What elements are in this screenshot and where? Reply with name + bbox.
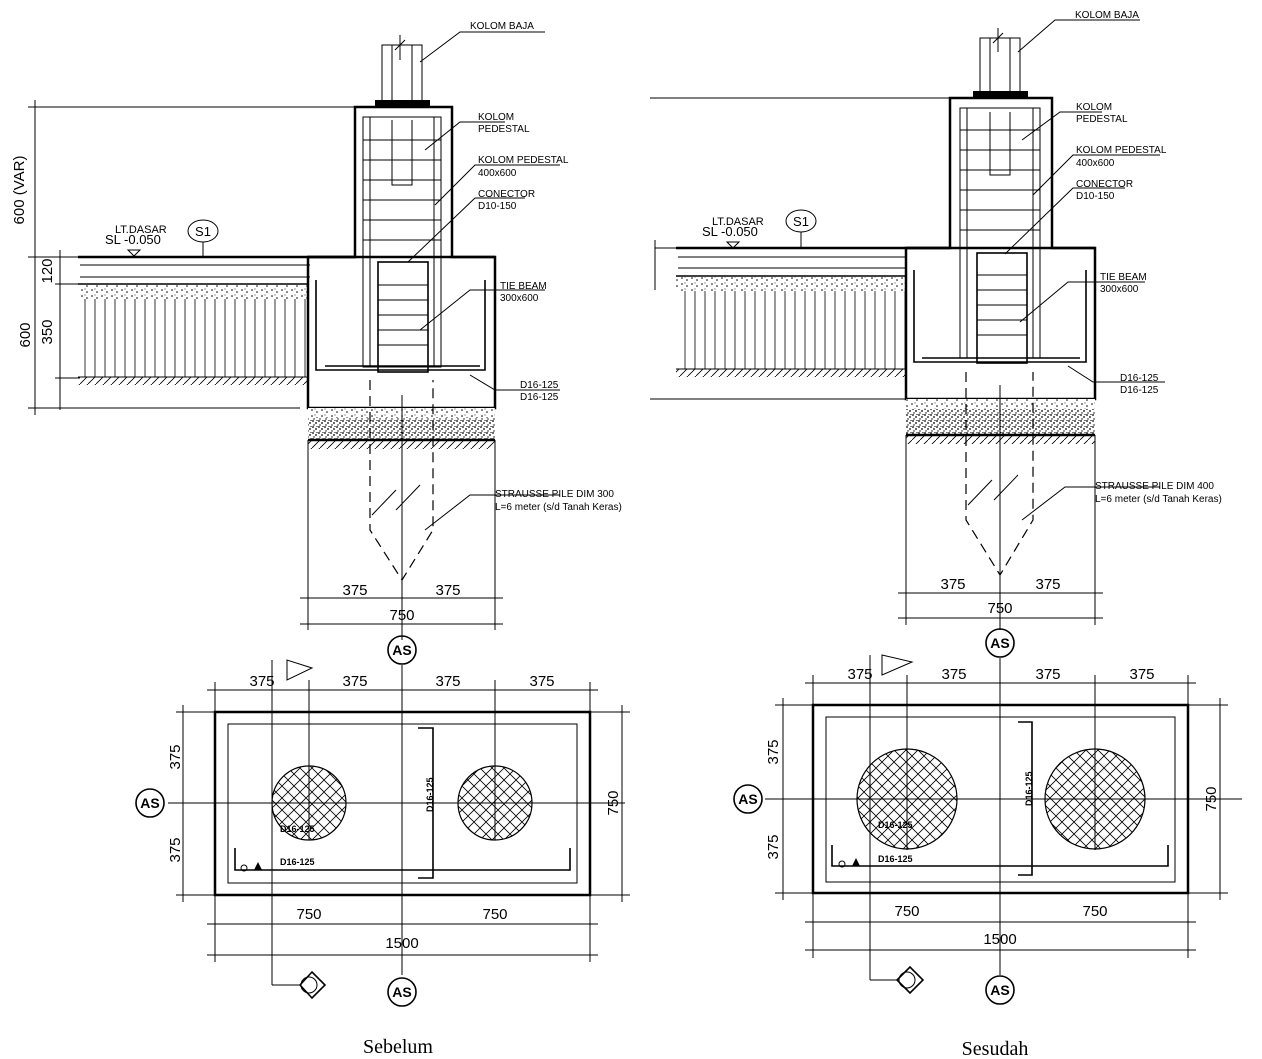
label-tie-beam-size: 300x600 [1100,284,1139,295]
label-strausse-pile: STRAUSSE PILE DIM 400 [1095,481,1214,492]
label-kolom: KOLOM [478,112,514,123]
dim-750: 750 [482,906,507,923]
grid-bubble-as [985,975,1015,1005]
dim-375: 375 [765,739,782,764]
strausse-pile [906,372,1095,630]
dim-375: 375 [342,673,367,690]
dim-375: 375 [847,666,872,683]
grid-bubble-as [387,635,417,665]
label-lt-dasar: LT.DASAR [712,216,764,228]
plan-rebar-1: D16-125 [878,820,913,830]
label-pedestal-size: 400x600 [478,168,517,179]
plan-rebar-v: D16-125 [425,777,435,812]
dim-375: 375 [1035,576,1060,593]
dim-375: 375 [1035,666,1060,683]
dim-375: 375 [342,582,367,599]
fill-soil [78,299,308,377]
plan-rebar-2: D16-125 [878,854,913,864]
dim-375: 375 [1129,666,1154,683]
panel-sebelum: 600 (VAR) 120 600 350 [11,21,630,1058]
label-pile-length: L=6 meter (s/d Tanah Keras) [1095,494,1222,505]
dim-750: 750 [894,903,919,920]
pedestal-stirrups [913,107,1087,364]
dim-375: 375 [249,673,274,690]
dim-1500: 1500 [983,931,1016,948]
grid-bubble-as [135,788,165,818]
dim-375: 375 [435,673,460,690]
dim-350: 350 [39,319,56,344]
dim-375: 375 [940,576,965,593]
pedestal-stirrups [315,116,486,373]
dim-375: 375 [167,837,184,862]
label-conector-size: D10-150 [478,201,517,212]
label-conector: CONECTOR [1076,179,1133,190]
strausse-pile [308,380,495,640]
caption-sesudah: Sesudah [962,1038,1029,1059]
dim-375: 375 [941,666,966,683]
dim-375: 375 [435,582,460,599]
dim-600: 600 [17,322,34,347]
dim-750: 750 [605,790,622,815]
dim-120: 120 [39,258,56,283]
dim-750: 750 [1082,903,1107,920]
dim-375: 375 [167,744,184,769]
label-sl: SL -0.050 [105,232,161,247]
label-s1: S1 [195,224,211,239]
label-sl: SL -0.050 [702,224,758,239]
grid-bubble-as [733,784,763,814]
label-d16-a: D16-125 [1120,373,1159,384]
label-conector: CONECTOR [478,189,535,200]
label-d16-b: D16-125 [520,392,559,403]
label-lt-dasar: LT.DASAR [115,224,167,236]
grid-bubble-as [387,977,417,1007]
grid-as: AS [738,791,757,807]
dim-750: 750 [1203,786,1220,811]
dim-375: 375 [529,673,554,690]
section-marker [895,965,925,995]
grid-as: AS [140,795,159,811]
dim-375: 375 [765,834,782,859]
grid-as: AS [990,982,1009,998]
panel-sesudah: 375 375 750 KOLOM BAJA KOLOM PEDESTAL KO… [650,10,1242,1059]
dim-750: 750 [389,607,414,624]
section-marker [298,970,327,1000]
label-tie-beam: TIE BEAM [1100,272,1147,283]
grid-bubble-as [985,628,1015,658]
label-d16-a: D16-125 [520,380,559,391]
label-kolom-baja: KOLOM BAJA [470,21,534,32]
steel-column [973,28,1028,176]
plan-rebar-2: D16-125 [280,857,315,867]
label-tie-beam-size: 300x600 [500,293,539,304]
label-s1: S1 [793,214,809,229]
caption-sebelum: Sebelum [363,1036,433,1058]
dim-600-var: 600 (VAR) [11,156,28,225]
label-conector-size: D10-150 [1076,191,1115,202]
label-kolom: KOLOM [1076,102,1112,113]
dim-750: 750 [296,906,321,923]
grid-as: AS [392,984,411,1000]
label-pile-length: L=6 meter (s/d Tanah Keras) [495,502,622,513]
label-kolom-pedestal: KOLOM PEDESTAL [478,155,569,166]
label-pedestal: PEDESTAL [1076,114,1128,125]
label-tie-beam: TIE BEAM [500,281,547,292]
label-pedestal: PEDESTAL [478,124,530,135]
dim-1500: 1500 [385,935,418,952]
label-kolom-pedestal: KOLOM PEDESTAL [1076,145,1167,156]
ground-hatch [78,377,308,385]
label-strausse-pile: STRAUSSE PILE DIM 300 [495,489,614,500]
dim-750: 750 [987,600,1012,617]
slab-gravel [78,285,308,299]
plan-rebar-1: D16-125 [280,824,315,834]
label-kolom-baja: KOLOM BAJA [1075,10,1139,21]
grid-as: AS [392,642,411,658]
label-d16-b: D16-125 [1120,385,1159,396]
plan-rebar-v: D16-125 [1024,771,1034,806]
grid-as: AS [990,635,1009,651]
label-pedestal-size: 400x600 [1076,158,1115,169]
steel-column [375,35,430,186]
